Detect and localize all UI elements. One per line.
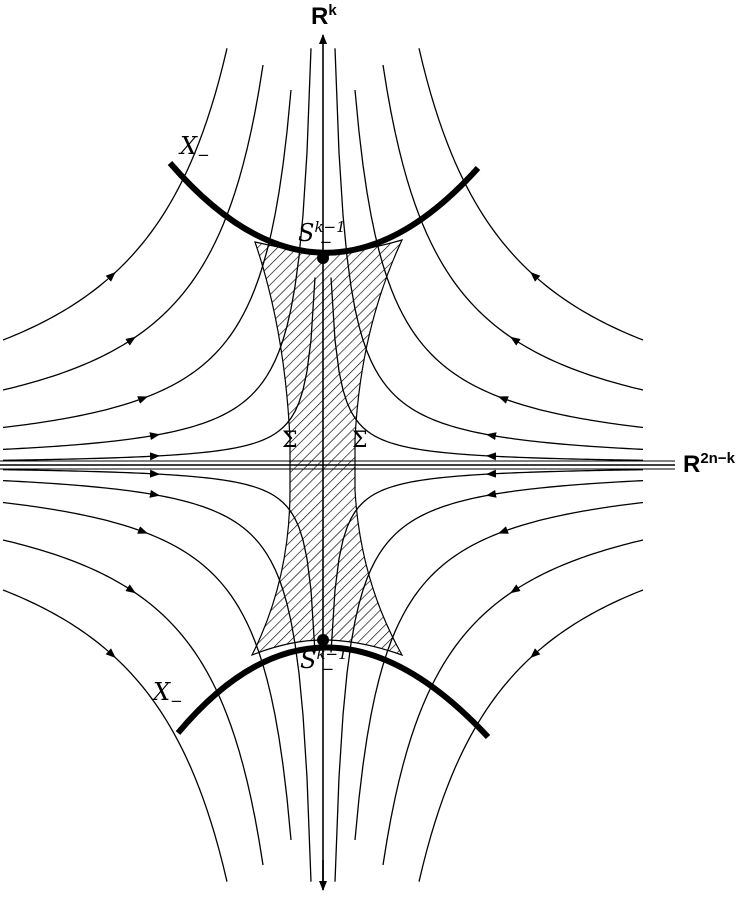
horizontal-axis-label: R2n−k (683, 450, 735, 478)
flow-line (382, 64, 644, 391)
vertical-axis-label: Rk (311, 2, 337, 30)
flow-arrow-icon (498, 396, 509, 404)
flow-arrow-icon (105, 648, 116, 658)
flow-arrow-icon (105, 272, 116, 282)
sphere-top-label: Sk−1− (298, 218, 346, 251)
flow-line (334, 479, 644, 882)
flow-arrow-icon (137, 396, 148, 404)
flow-line (2, 64, 264, 391)
sigma-right-label: Σ (352, 428, 368, 453)
flow-line (2, 48, 228, 341)
flow-arrow-icon (498, 526, 509, 534)
flow-arrow-icon (530, 648, 541, 658)
sphere-top-point (317, 252, 329, 264)
flow-line (418, 589, 644, 882)
flow-arrow-icon (149, 432, 160, 441)
flow-arrow-icon (137, 526, 148, 534)
flow-line (2, 539, 264, 866)
flow-line (2, 277, 316, 461)
flow-arrow-icon (486, 432, 497, 441)
flow-arrow-icon (149, 489, 160, 498)
flow-arrow-icon (510, 336, 521, 346)
flow-line (354, 89, 644, 429)
x-minus-top-label: X− (180, 132, 210, 164)
x-minus-bottom-curve (175, 644, 491, 740)
sigma-left-label: Σ (282, 428, 298, 453)
x-minus-bottom-label: X− (153, 678, 183, 710)
flow-arrow-icon (486, 489, 497, 498)
sphere-bottom-label: Sk−1− (300, 645, 348, 678)
flow-line (2, 89, 292, 429)
sphere-bottom-point (317, 634, 329, 646)
flow-arrow-icon (510, 584, 521, 594)
flow-line (2, 589, 228, 882)
flow-line (382, 539, 644, 866)
flow-line (354, 501, 644, 841)
hatched-region (250, 239, 404, 657)
flow-arrow-icon (125, 336, 136, 346)
flow-arrow-icon (125, 584, 136, 594)
flow-arrow-icon (530, 272, 541, 282)
